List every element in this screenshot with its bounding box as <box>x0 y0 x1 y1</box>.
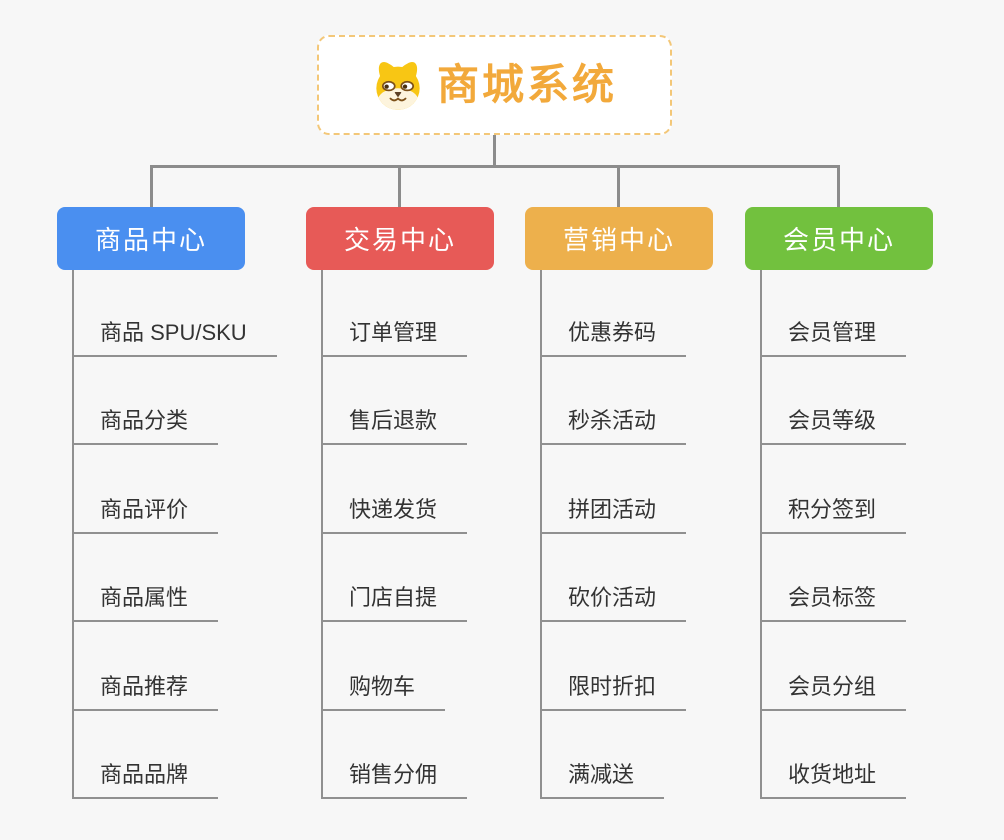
leaf-node[interactable]: 满减送 <box>541 762 665 799</box>
leaf-node[interactable]: 会员分组 <box>761 674 907 711</box>
leaf-node[interactable]: 销售分佣 <box>322 762 468 799</box>
doge-icon <box>372 59 424 111</box>
leaf-node[interactable]: 会员等级 <box>761 408 907 445</box>
branch-spine-trade <box>321 270 323 799</box>
leaf-node[interactable]: 商品属性 <box>73 585 219 622</box>
connector-drop-member <box>837 165 840 208</box>
leaf-node[interactable]: 商品推荐 <box>73 674 219 711</box>
branch-spine-member <box>760 270 762 799</box>
leaf-node[interactable]: 订单管理 <box>322 320 468 357</box>
root-title: 商城系统 <box>436 61 617 108</box>
branch-header-member-center[interactable]: 会员中心 <box>745 207 933 270</box>
leaf-node[interactable]: 积分签到 <box>761 497 907 534</box>
connector-drop-product <box>150 165 153 208</box>
leaf-node[interactable]: 售后退款 <box>322 408 468 445</box>
branch-spine-product <box>72 270 74 799</box>
leaf-node[interactable]: 秒杀活动 <box>541 408 687 445</box>
branch-header-trade-center[interactable]: 交易中心 <box>306 207 494 270</box>
leaf-node[interactable]: 优惠券码 <box>541 320 687 357</box>
leaf-node[interactable]: 商品品牌 <box>73 762 219 799</box>
connector-bus <box>150 165 839 168</box>
branch-header-marketing-center[interactable]: 营销中心 <box>525 207 713 270</box>
root-node[interactable]: 商城系统 <box>317 35 672 135</box>
leaf-node[interactable]: 收货地址 <box>761 762 907 799</box>
leaf-node[interactable]: 商品分类 <box>73 408 219 445</box>
leaf-node[interactable]: 拼团活动 <box>541 497 687 534</box>
connector-drop-marketing <box>617 165 620 208</box>
connector-root-stub <box>493 135 496 166</box>
connector-drop-trade <box>398 165 401 208</box>
leaf-node[interactable]: 会员标签 <box>761 585 907 622</box>
branch-header-product-center[interactable]: 商品中心 <box>57 207 245 270</box>
leaf-node[interactable]: 商品评价 <box>73 497 219 534</box>
leaf-node[interactable]: 商品 SPU/SKU <box>73 320 277 357</box>
branch-spine-marketing <box>540 270 542 799</box>
leaf-node[interactable]: 快递发货 <box>322 497 468 534</box>
leaf-node[interactable]: 门店自提 <box>322 585 468 622</box>
leaf-node[interactable]: 限时折扣 <box>541 674 687 711</box>
leaf-node[interactable]: 购物车 <box>322 674 446 711</box>
leaf-node[interactable]: 砍价活动 <box>541 585 687 622</box>
leaf-node[interactable]: 会员管理 <box>761 320 907 357</box>
